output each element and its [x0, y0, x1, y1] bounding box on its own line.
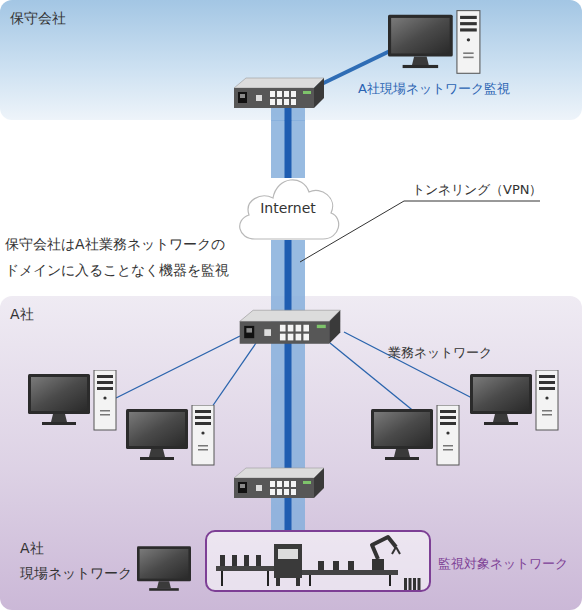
internet-cloud: Internet	[233, 178, 343, 240]
factory-line	[389, 575, 391, 586]
node-heading: 監視対象ネットワーク	[438, 556, 568, 572]
factory-line	[372, 559, 384, 570]
factory-line	[216, 537, 421, 590]
tunnel-band	[271, 120, 305, 178]
lan-wire	[116, 332, 472, 430]
note-text: 保守会社はA社業務ネットワークの ドメインに入ることなく機器を監視	[5, 231, 241, 283]
tunnel-core	[285, 120, 292, 178]
tunnel-stub	[271, 100, 305, 121]
lan-wire	[330, 343, 432, 426]
factory-line	[274, 544, 302, 578]
lan-wire	[344, 332, 472, 398]
factory-line	[404, 578, 407, 590]
lan-wire	[116, 336, 240, 398]
factory-line	[348, 561, 354, 570]
factory-line	[244, 555, 249, 566]
factory-line	[278, 549, 298, 559]
factory-line	[309, 575, 311, 586]
pc-terminal	[470, 370, 558, 430]
factory-line	[418, 578, 421, 590]
network-switch	[234, 468, 324, 498]
factory-line	[372, 537, 396, 559]
network-band: A社監視対象ネットワーク	[0, 296, 582, 610]
network-band: 保守会社	[0, 0, 582, 120]
factory-line	[413, 578, 416, 590]
factory-line	[256, 555, 261, 566]
vpn-tunnel	[288, 240, 289, 530]
factory-line	[267, 571, 269, 586]
factory-line	[302, 570, 398, 575]
pc-terminal	[371, 405, 459, 465]
tunnel-core	[285, 240, 292, 530]
leader-line	[300, 201, 404, 262]
network-switch	[240, 310, 341, 344]
pc-terminal	[28, 370, 116, 430]
factory-line	[216, 566, 274, 571]
factory-line	[220, 555, 225, 566]
factory-line	[318, 561, 324, 570]
node-heading: Internet	[233, 200, 343, 217]
leader-line	[404, 201, 540, 202]
factory-line	[333, 561, 339, 570]
node-heading: 保守会社	[10, 10, 66, 27]
factory-line	[409, 578, 412, 590]
network-switch	[234, 78, 324, 108]
factory-line	[221, 571, 223, 586]
tunnel-label: トンネリング（VPN）	[412, 182, 542, 198]
lan-wire	[305, 50, 392, 92]
factory-line	[392, 547, 396, 554]
pc-terminal	[126, 405, 214, 465]
factory-line	[396, 547, 400, 554]
field-monitor	[137, 546, 191, 590]
network-zone: 監視対象ネットワーク	[205, 530, 431, 592]
pc-terminal	[388, 11, 480, 74]
factory-line	[276, 578, 280, 586]
vpn-tunnel	[288, 120, 289, 178]
factory-line	[296, 578, 300, 586]
factory-line	[232, 555, 237, 566]
tunnel-stub	[288, 100, 289, 121]
node-heading: A社	[10, 306, 34, 323]
lan-wire	[196, 343, 256, 430]
tunnel-stub	[285, 100, 292, 121]
tunnel-band	[271, 240, 305, 530]
